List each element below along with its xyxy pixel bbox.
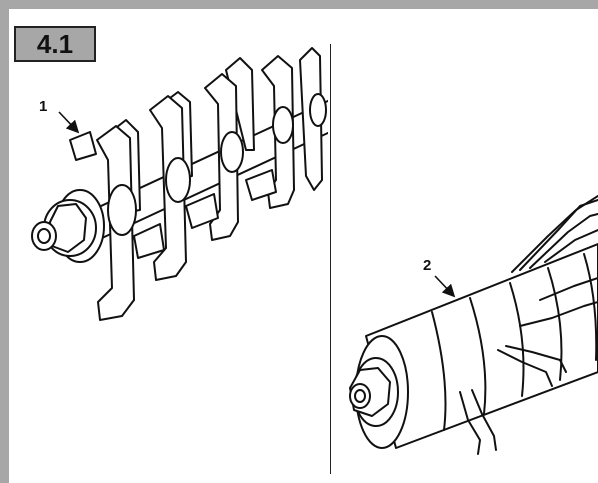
callout-arrow-2 <box>434 275 456 298</box>
tines-back <box>511 195 598 273</box>
spring-tine-rotor-icon <box>349 195 598 455</box>
hub-nut <box>349 357 399 427</box>
figure-number-badge: 4.1 <box>14 26 96 62</box>
callout-arrow-1 <box>58 111 80 134</box>
panel-divider <box>330 44 331 474</box>
blade-set-far <box>225 47 327 209</box>
figure-number: 4.1 <box>36 28 74 59</box>
blade-set-front <box>69 125 165 321</box>
callout-label-1: 1 <box>39 98 48 115</box>
hub-nut <box>31 189 105 263</box>
blade-rotor-icon <box>31 47 328 321</box>
tines-front <box>459 277 598 455</box>
callout-label-2: 2 <box>423 257 432 274</box>
